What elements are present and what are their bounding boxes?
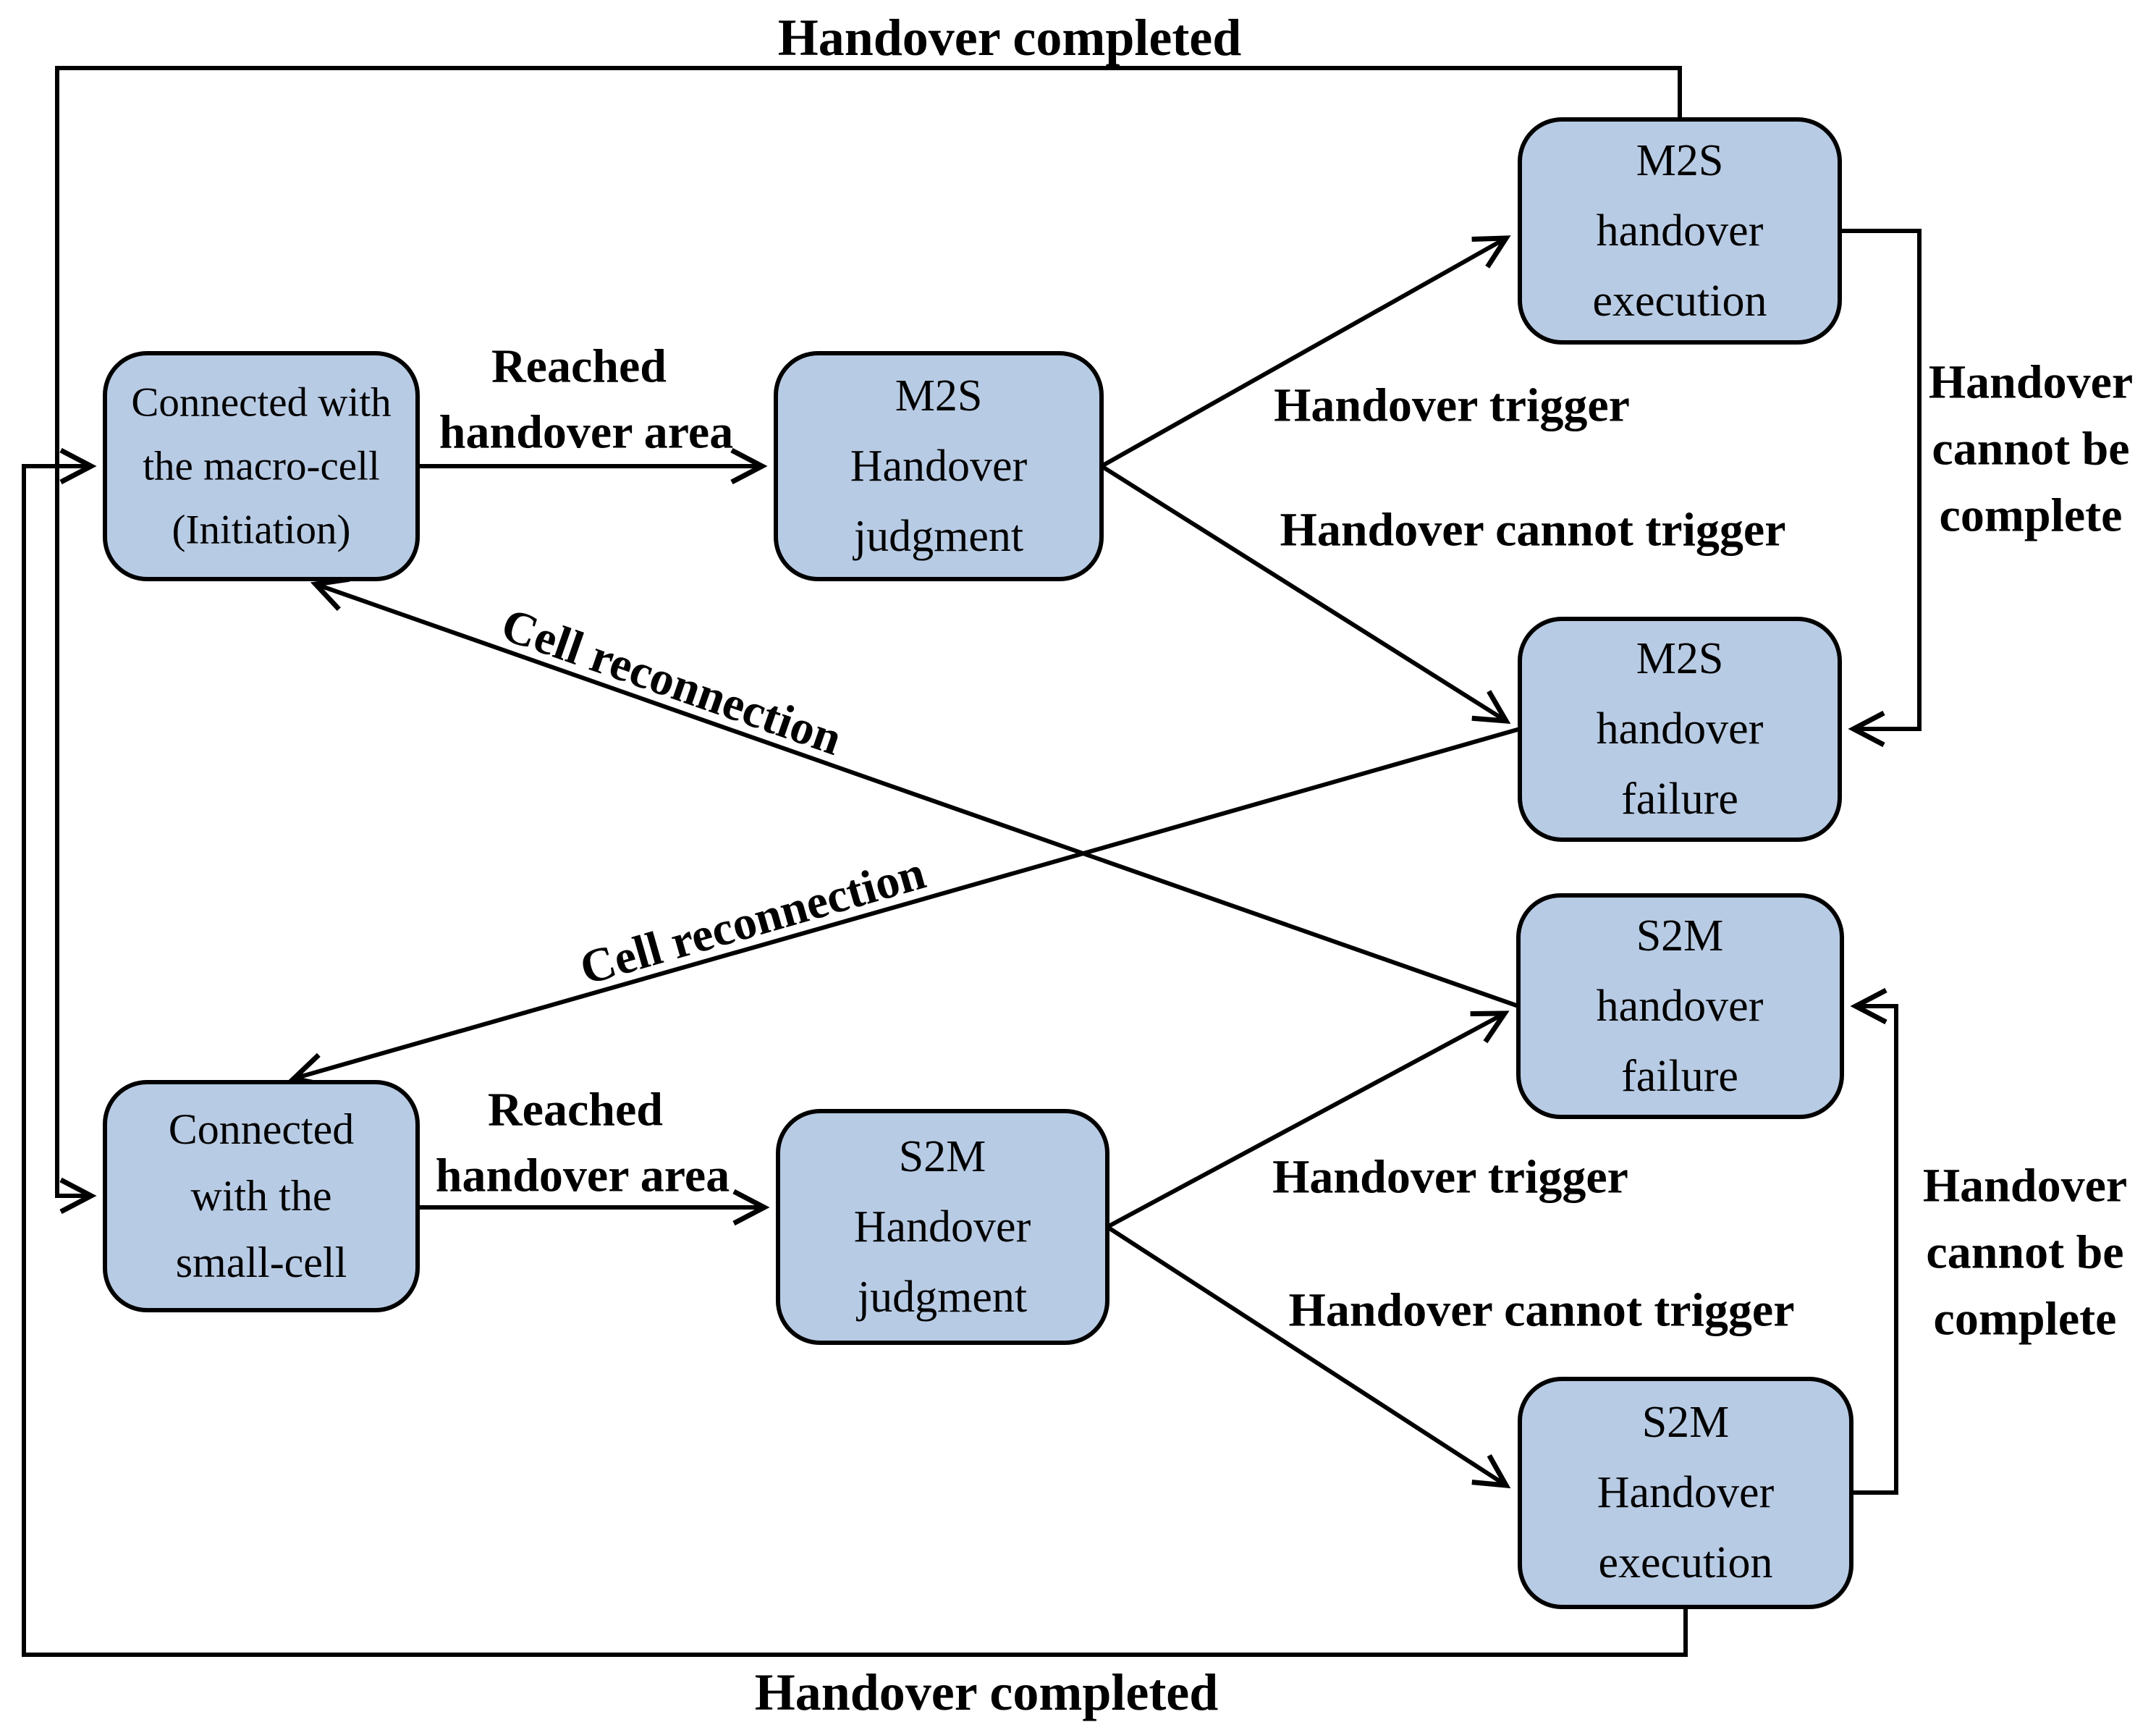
s2m-failure-label-line-2: handover <box>1597 982 1764 1031</box>
edge-m2s-execution-to-m2s-failure-cannot-complete <box>1840 229 1922 748</box>
macro-cell-label-line-2: the macro-cell <box>143 444 380 489</box>
label-reached-handover-area-bottom-line-1: Reached <box>488 1084 663 1136</box>
edge-m2s-judgment-to-m2s-failure-cannot-trigger <box>1100 464 1511 725</box>
small-cell-label-line-2: with the <box>191 1172 332 1220</box>
m2s-execution-label-line-1: M2S <box>1636 136 1724 185</box>
label-cell-reconnection-upper: Cell reconnection <box>495 598 848 765</box>
state-box-s2m-failure-shape <box>1516 893 1844 1119</box>
m2s-failure-label-line-2: handover <box>1597 704 1764 754</box>
edges <box>22 66 1922 1657</box>
label-handover-completed-top: Handover completed <box>778 9 1242 67</box>
s2m-execution-label-line-1: S2M <box>1642 1398 1730 1447</box>
s2m-judgment-label-line-1: S2M <box>899 1132 986 1181</box>
state-box-m2s-execution: M2S handover execution <box>1518 117 1842 345</box>
label-handover-completed-bottom: Handover completed <box>755 1663 1219 1721</box>
edge-s2m-judgment-to-s2m-execution-cannot-trigger <box>1106 1225 1511 1489</box>
s2m-judgment-label-line-3: judgment <box>856 1273 1027 1322</box>
edge-s2m-judgment-to-s2m-failure-trigger <box>1106 1010 1510 1229</box>
state-box-s2m-execution: S2M Handover execution <box>1518 1377 1853 1609</box>
s2m-judgment-label-line-2: Handover <box>854 1202 1031 1252</box>
m2s-execution-label-line-2: handover <box>1597 206 1764 256</box>
edge-labels: Handover completed Handover completed Re… <box>436 9 2133 1721</box>
edge-s2m-execution-to-s2m-failure-cannot-complete <box>1850 987 1898 1495</box>
state-box-m2s-judgment: M2S Handover judgment <box>774 351 1104 581</box>
edge-m2s-failure-to-small-cell-reconnection <box>288 727 1521 1089</box>
state-box-m2s-judgment-shape <box>774 351 1104 581</box>
state-box-s2m-failure: S2M handover failure <box>1516 893 1844 1119</box>
label-cannot-complete-top-line-2: cannot be <box>1932 423 2129 476</box>
label-cell-reconnection-lower: Cell reconnection <box>575 846 931 995</box>
edge-m2s-execution-to-small-cell-handover-completed <box>55 66 1682 1215</box>
state-box-macro-cell: Connected with the macro-cell (Initiatio… <box>103 351 420 581</box>
label-handover-cannot-trigger-top: Handover cannot trigger <box>1280 504 1785 557</box>
state-box-macro-cell-shape <box>103 351 420 581</box>
state-box-m2s-execution-shape <box>1518 117 1842 345</box>
label-handover-trigger-top: Handover trigger <box>1274 379 1630 432</box>
state-box-s2m-judgment-shape <box>776 1109 1109 1345</box>
m2s-execution-label-line-3: execution <box>1592 277 1767 326</box>
state-box-s2m-judgment: S2M Handover judgment <box>776 1109 1109 1345</box>
label-handover-cannot-trigger-bottom: Handover cannot trigger <box>1288 1284 1794 1337</box>
label-cannot-complete-bottom-line-1: Handover <box>1923 1160 2127 1212</box>
label-cannot-complete-bottom-line-3: complete <box>1934 1293 2117 1346</box>
edge-m2s-judgment-to-m2s-execution-trigger <box>1100 235 1511 468</box>
s2m-failure-label-line-3: failure <box>1621 1052 1738 1101</box>
state-box-s2m-execution-shape <box>1518 1377 1853 1609</box>
m2s-judgment-label-line-1: M2S <box>895 371 983 421</box>
label-cannot-complete-top-line-3: complete <box>1940 489 2123 542</box>
state-boxes: Connected with the macro-cell (Initiatio… <box>103 117 1853 1609</box>
m2s-judgment-label-line-2: Handover <box>850 442 1028 491</box>
m2s-failure-label-line-3: failure <box>1621 775 1738 824</box>
label-reached-handover-area-top-line-2: handover area <box>439 406 733 459</box>
small-cell-label-line-3: small-cell <box>176 1239 347 1286</box>
state-box-m2s-failure: M2S handover failure <box>1518 617 1842 842</box>
macro-cell-label-line-3: (Initiation) <box>172 507 351 553</box>
macro-cell-label-line-1: Connected with <box>131 380 391 426</box>
m2s-judgment-label-line-3: judgment <box>853 512 1023 561</box>
state-box-small-cell-shape <box>103 1080 420 1312</box>
label-handover-trigger-bottom: Handover trigger <box>1272 1151 1628 1204</box>
label-reached-handover-area-top-line-1: Reached <box>491 340 667 393</box>
label-reached-handover-area-bottom-line-2: handover area <box>436 1149 730 1202</box>
m2s-failure-label-line-1: M2S <box>1636 634 1724 683</box>
state-box-m2s-failure-shape <box>1518 617 1842 842</box>
edge-s2m-execution-to-macro-cell-handover-completed <box>22 447 1688 1657</box>
state-box-small-cell: Connected with the small-cell <box>103 1080 420 1312</box>
s2m-execution-label-line-3: execution <box>1598 1538 1772 1587</box>
label-cannot-complete-bottom-line-2: cannot be <box>1926 1226 2123 1279</box>
s2m-failure-label-line-1: S2M <box>1636 911 1724 961</box>
s2m-execution-label-line-2: Handover <box>1597 1468 1775 1517</box>
edge-s2m-failure-to-macro-cell-reconnection <box>310 576 1519 1008</box>
small-cell-label-line-1: Connected <box>169 1105 355 1153</box>
label-cannot-complete-top-line-1: Handover <box>1929 356 2133 409</box>
